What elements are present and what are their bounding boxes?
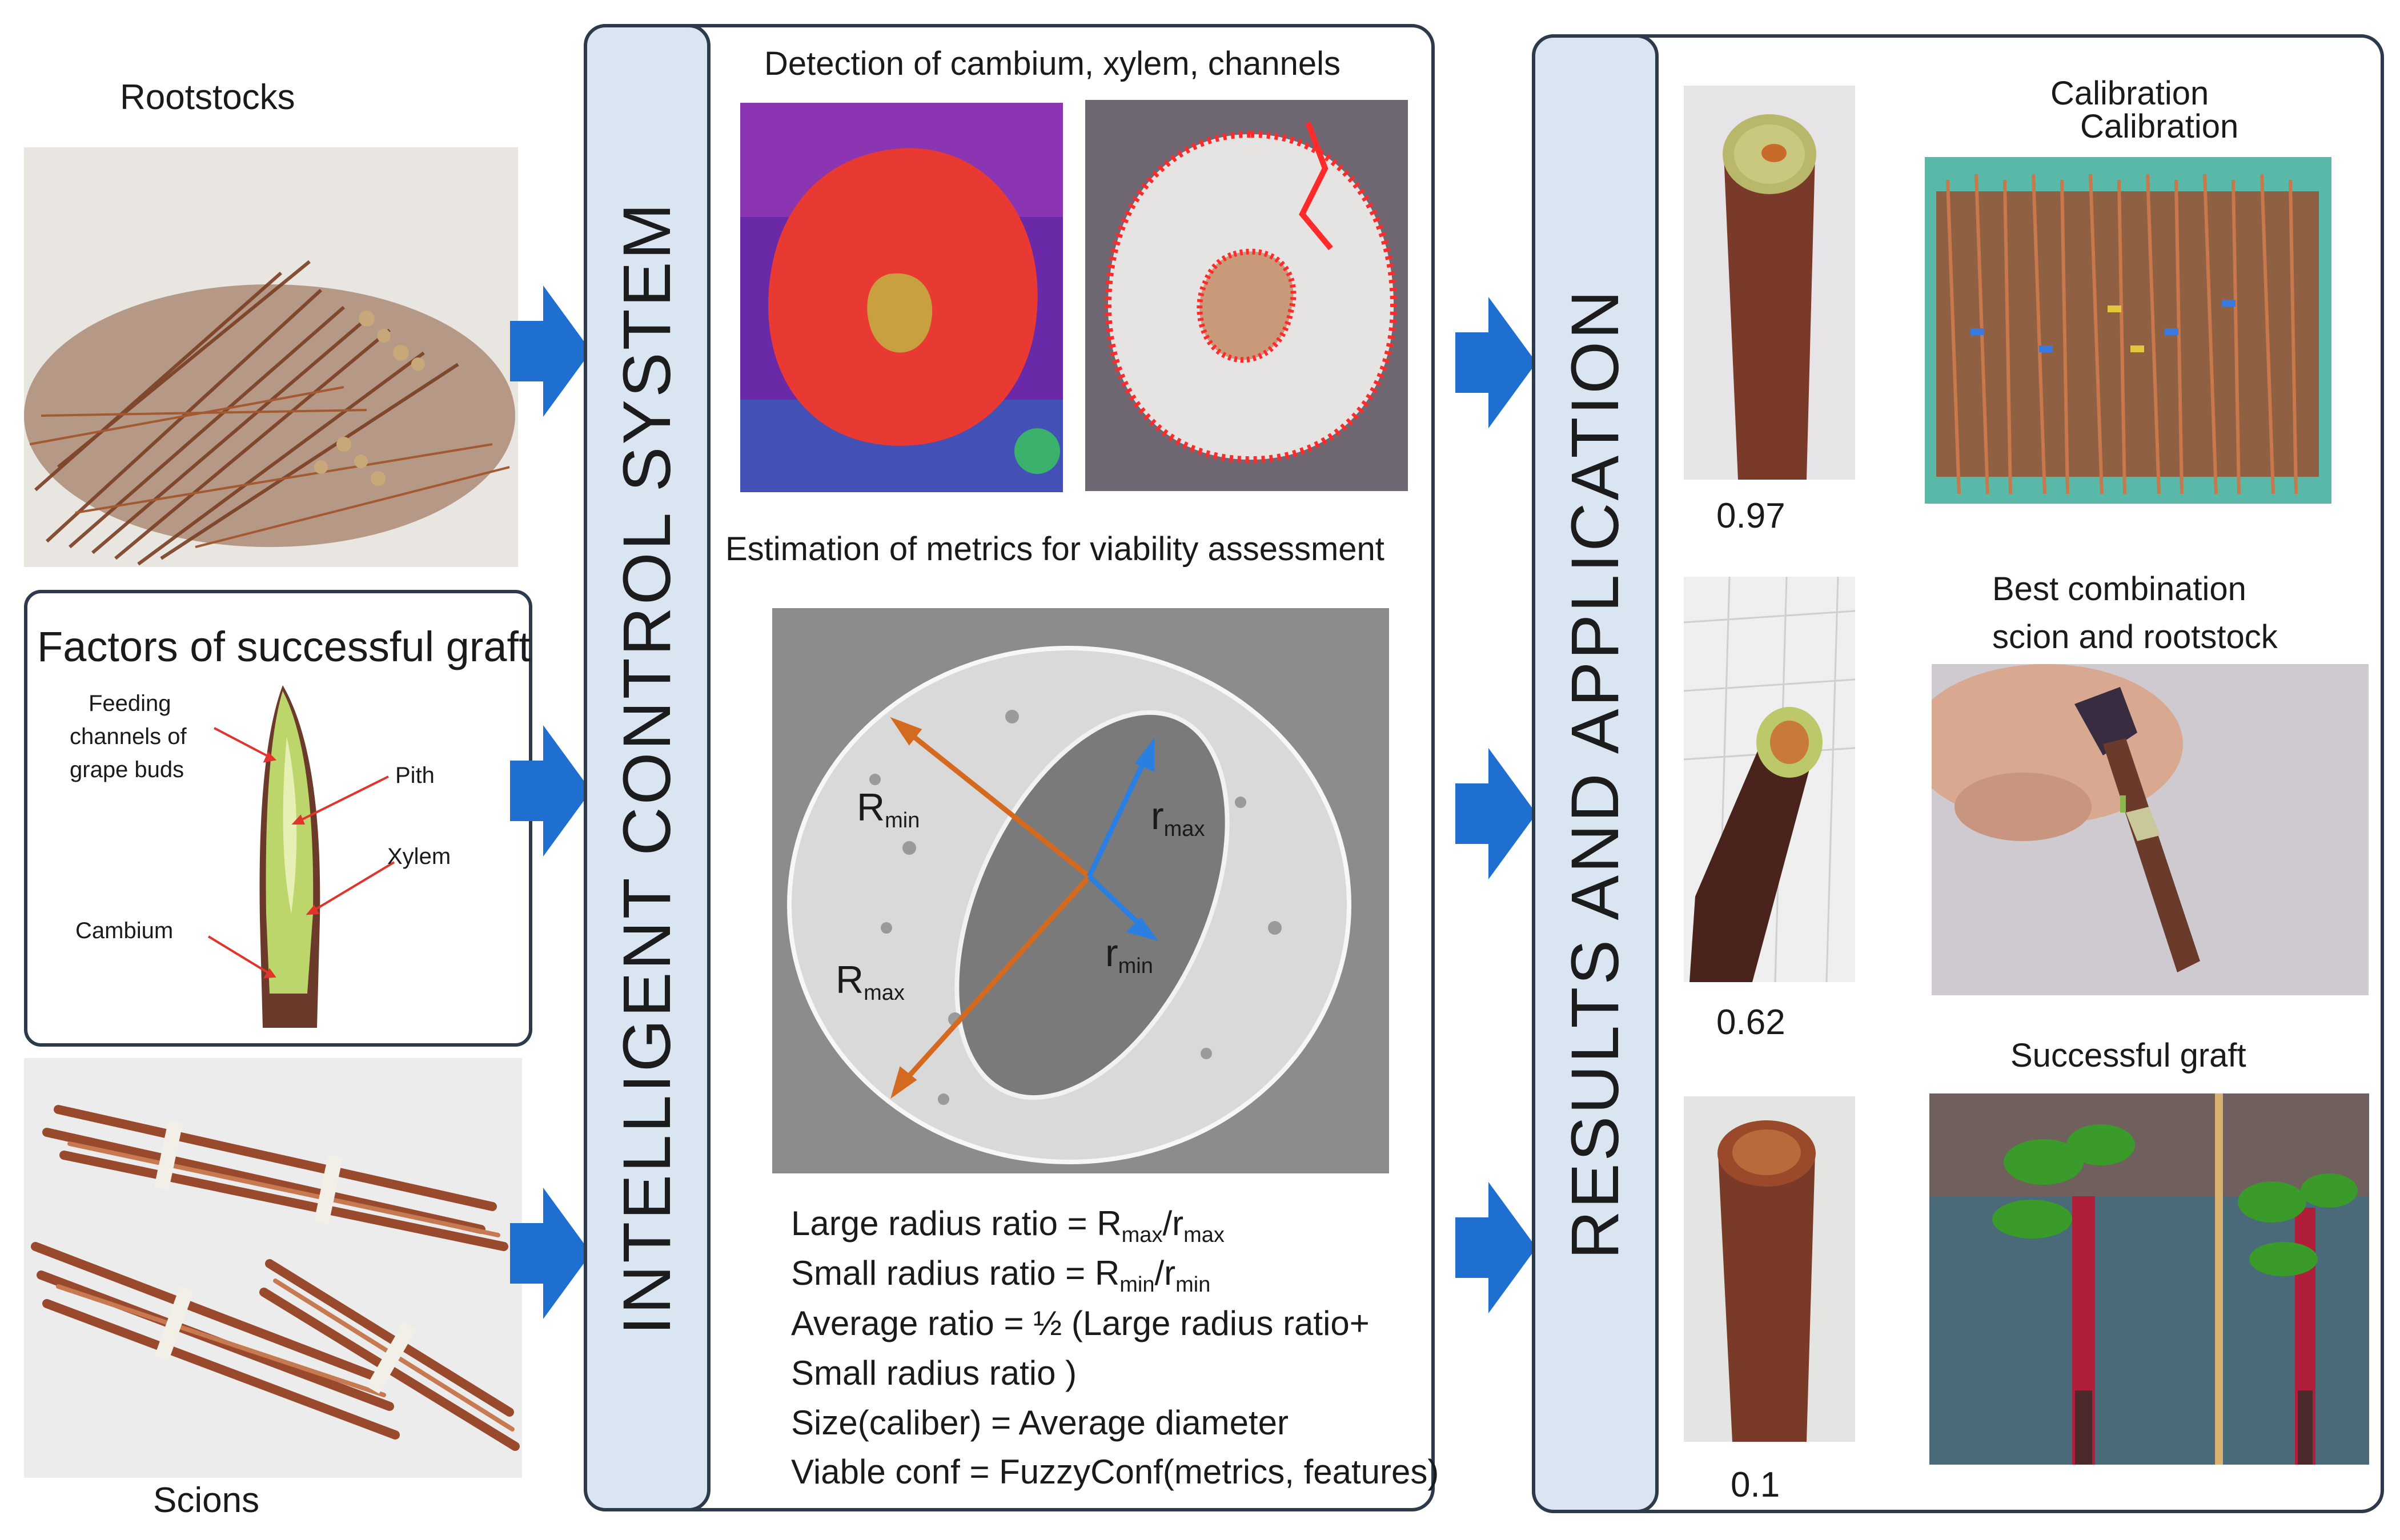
feeding-label-2: channels of <box>70 724 187 749</box>
formula-size: Size(caliber) = Average diameter <box>791 1404 1289 1442</box>
feeding-label-3: grape buds <box>70 757 184 782</box>
metrics-image <box>772 608 1389 1173</box>
score-2: 0.62 <box>1716 1003 1785 1042</box>
arrow-rootstocks <box>510 286 591 417</box>
best-combination-photo <box>1932 664 2369 995</box>
feeding-label-1: Feeding <box>89 691 171 716</box>
arrow-results-top <box>1455 297 1536 428</box>
metrics-r-max-outer: Rmax <box>836 958 905 1005</box>
detection-image-color <box>740 103 1063 492</box>
estimation-title: Estimation of metrics for viability asse… <box>725 530 1384 568</box>
score-3: 0.1 <box>1731 1465 1780 1505</box>
detection-image-contour <box>1085 100 1408 491</box>
formula-average-line1: Average ratio = ½ (Large radius ratio+ <box>791 1304 1370 1342</box>
cutting-photo-1 <box>1684 86 1855 480</box>
formula-large-ratio: Large radius ratio = Rmax/rmax <box>791 1204 1225 1247</box>
formula-average-line2: Small radius ratio ) <box>791 1354 1077 1392</box>
results-sidebar: RESULTS AND APPLICATION <box>1532 34 1659 1513</box>
metrics-r-min-inner: rmin <box>1105 931 1153 978</box>
control-system-title: INTELLIGENT CONTROL SYSTEM <box>609 200 685 1335</box>
successful-graft-label: Successful graft <box>2010 1037 2246 1074</box>
factors-title: Factors of successful graft <box>37 623 531 670</box>
score-1: 0.97 <box>1716 496 1785 536</box>
arrow-scions <box>510 1188 591 1319</box>
shoot-diagram <box>207 685 395 1028</box>
formula-viable: Viable conf = FuzzyConf(metrics, feature… <box>791 1453 1439 1491</box>
control-sidebar: INTELLIGENT CONTROL SYSTEM <box>584 24 711 1511</box>
results-title: RESULTS AND APPLICATION <box>1558 288 1633 1260</box>
cambium-label: Cambium <box>75 918 174 943</box>
calibration-label-1: Calibration <box>2050 75 2209 112</box>
xylem-label: Xylem <box>387 844 451 869</box>
best-combination-label-2: scion and rootstock <box>1992 618 2278 656</box>
pith-label: Pith <box>395 763 435 788</box>
detection-title: Detection of cambium, xylem, channels <box>764 45 1341 82</box>
rootstocks-photo <box>24 147 518 567</box>
successful-graft-photo <box>1929 1093 2369 1465</box>
arrow-results-middle <box>1455 748 1536 879</box>
rootstocks-label: Rootstocks <box>120 78 295 117</box>
calibration-photo <box>1925 157 2331 504</box>
scions-label: Scions <box>153 1481 260 1520</box>
cutting-photo-3 <box>1684 1096 1855 1442</box>
cutting-photo-2 <box>1684 577 1855 982</box>
arrow-results-bottom <box>1455 1182 1536 1313</box>
arrow-factors <box>510 725 591 857</box>
metrics-r-min-outer: Rmin <box>857 786 920 833</box>
metrics-r-max-inner: rmax <box>1151 794 1205 841</box>
formula-small-ratio: Small radius ratio = Rmin/rmin <box>791 1254 1211 1297</box>
best-combination-label-1: Best combination <box>1992 570 2246 608</box>
calibration-label-2: Calibration <box>2080 108 2239 145</box>
scions-photo <box>24 1058 522 1478</box>
